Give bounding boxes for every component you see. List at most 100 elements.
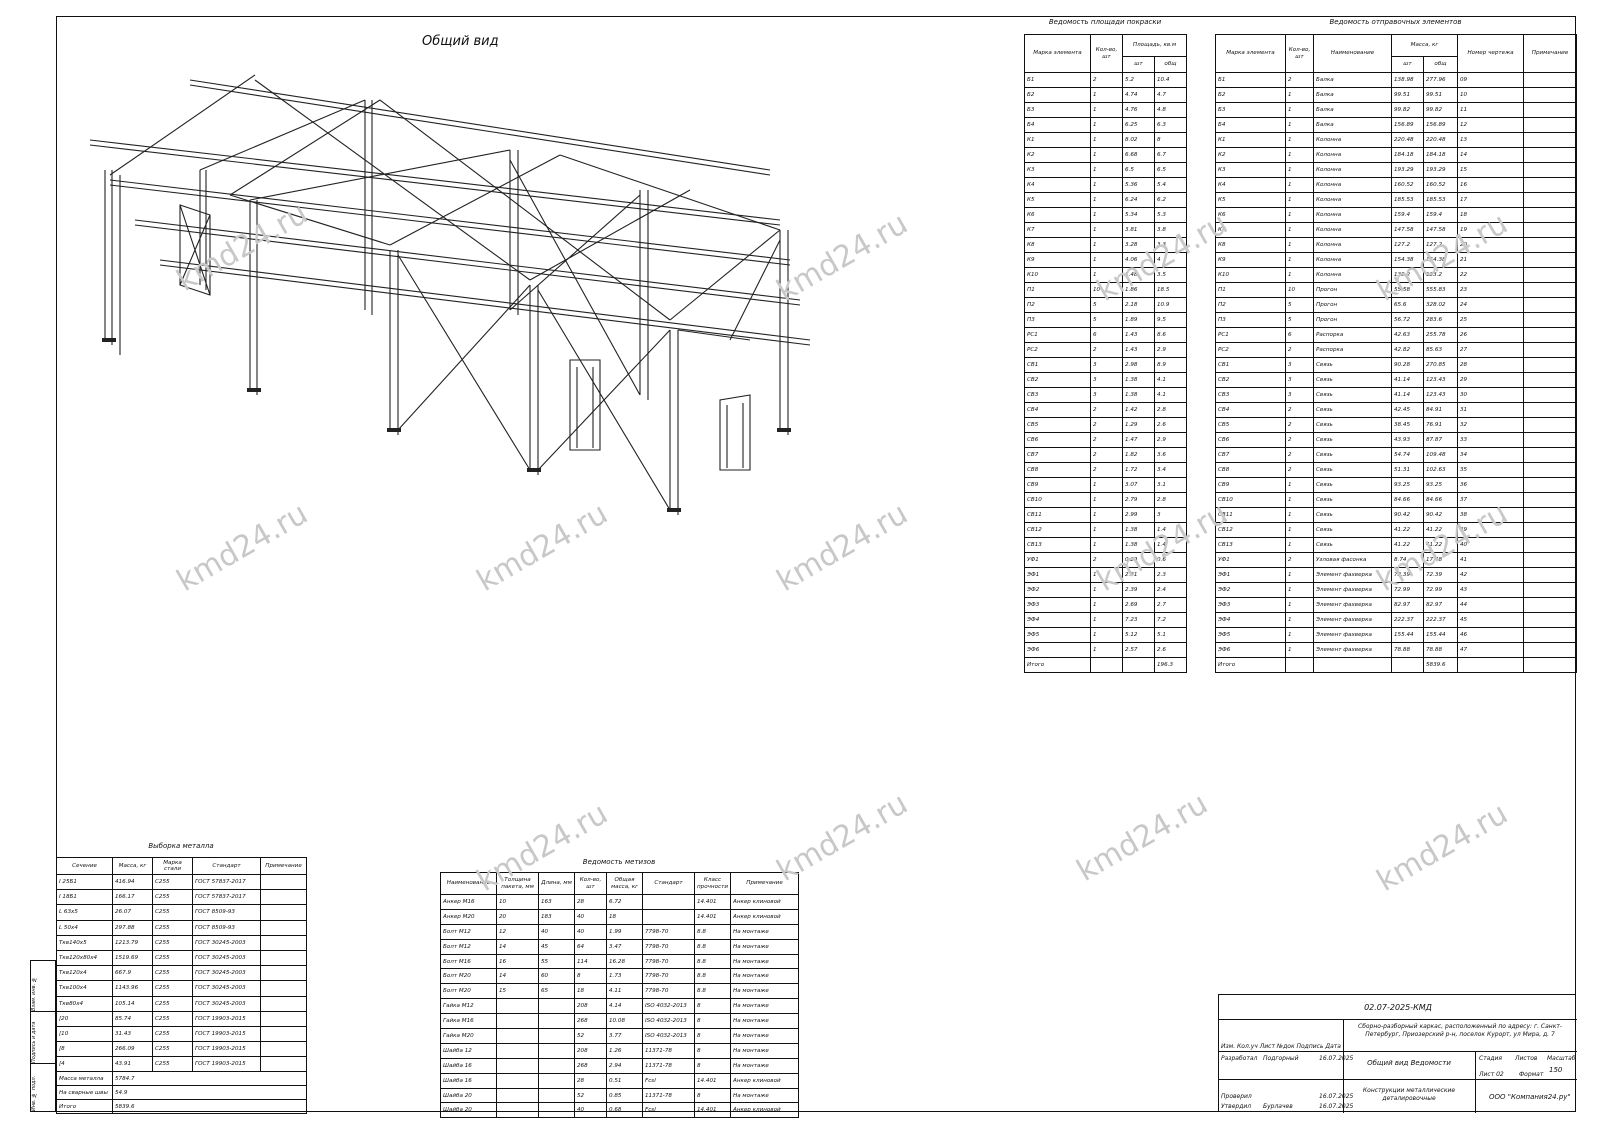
table-cell xyxy=(1523,117,1577,133)
table-cell: 1.29 xyxy=(1122,417,1155,433)
table-cell: Связь xyxy=(1313,492,1392,508)
table-cell: На монтаже xyxy=(730,983,799,1000)
table-cell: 41.22 xyxy=(1423,537,1458,553)
table-cell: Связь xyxy=(1313,417,1392,433)
table-cell: Связь xyxy=(1313,522,1392,538)
table-cell: 277.96 xyxy=(1423,72,1458,88)
fast-header-class: Класс прочности xyxy=(694,872,731,895)
table-cell: 8 xyxy=(694,1057,731,1074)
table-cell: 2 xyxy=(1285,417,1314,433)
table-cell: Связь xyxy=(1313,432,1392,448)
table-cell: 3.1 xyxy=(1153,477,1188,493)
table-cell: 1 xyxy=(1090,267,1123,283)
table-cell xyxy=(538,1013,575,1030)
table-cell: 3.8 xyxy=(1153,222,1188,238)
table-cell: 32 xyxy=(1457,417,1524,433)
table-cell: 268 xyxy=(574,1057,607,1074)
metal-table-caption: Выборка металла xyxy=(148,842,214,850)
table-cell: 184.18 xyxy=(1391,147,1424,163)
table-cell xyxy=(1523,462,1577,478)
table-cell: 2.94 xyxy=(606,1057,643,1074)
table-cell: ГОСТ 57837-2017 xyxy=(192,873,261,891)
table-cell: 2.6 xyxy=(1153,642,1188,658)
table-cell: 8.8 xyxy=(694,968,731,985)
table-cell: 1.42 xyxy=(1122,402,1155,418)
table-cell: СВ12 xyxy=(1215,522,1286,538)
table-cell: 7798-70 xyxy=(642,953,695,970)
table-cell: 268 xyxy=(574,1013,607,1030)
table-cell: 1.26 xyxy=(606,1042,643,1059)
table-cell: На монтаже xyxy=(730,923,799,940)
table-cell: 2.39 xyxy=(1122,582,1155,598)
table-cell: 185.53 xyxy=(1423,192,1458,208)
table-cell: Прогон xyxy=(1313,312,1392,328)
table-cell: 255.78 xyxy=(1423,327,1458,343)
table-cell: 1213.79 xyxy=(112,934,153,951)
table-cell: 40 xyxy=(1457,537,1524,553)
table-cell: 42 xyxy=(1457,567,1524,583)
table-cell xyxy=(496,1028,539,1044)
table-cell: ЭФ1 xyxy=(1215,567,1286,583)
table-cell: На монтаже xyxy=(730,998,799,1015)
table-cell: 3.28 xyxy=(1122,237,1155,253)
table-cell: С255 xyxy=(152,919,193,936)
table-cell: СВ11 xyxy=(1215,507,1286,523)
table-cell: 20 xyxy=(496,908,539,925)
table-cell: 52 xyxy=(574,1087,607,1104)
fast-header-note: Примечание xyxy=(730,872,799,895)
table-cell: 84.66 xyxy=(1391,492,1424,508)
table-cell: 123.43 xyxy=(1423,372,1458,388)
table-cell: 41.14 xyxy=(1391,387,1424,403)
table-cell: 39 xyxy=(1457,522,1524,538)
table-cell: 85.63 xyxy=(1423,342,1458,358)
table-cell: Балка xyxy=(1313,102,1392,118)
table-cell: 46 xyxy=(1457,627,1524,643)
title-object: Сборно-разборный каркас, расположенный п… xyxy=(1358,1023,1562,1039)
table-cell: 12 xyxy=(496,923,539,940)
table-cell: 1.82 xyxy=(1122,447,1155,463)
table-cell: Элемент фахверка xyxy=(1313,612,1392,628)
table-cell: Гайка М16 xyxy=(440,1013,497,1030)
table-cell: 84.66 xyxy=(1423,492,1458,508)
table-cell: 1 xyxy=(1090,507,1123,523)
table-cell: 72.39 xyxy=(1423,567,1458,583)
metal-header-standard: Стандарт xyxy=(192,857,261,875)
table-cell: Болт М12 xyxy=(440,938,497,955)
table-cell: К5 xyxy=(1215,192,1286,208)
table-cell: С255 xyxy=(152,965,193,982)
table-cell: 12 xyxy=(1457,117,1524,133)
table-cell: 21 xyxy=(1457,252,1524,268)
table-cell: К7 xyxy=(1024,222,1091,238)
table-cell: 4.11 xyxy=(606,983,643,1000)
table-cell xyxy=(1523,402,1577,418)
table-cell: ГОСТ 30245-2003 xyxy=(192,949,261,967)
table-cell: 5.34 xyxy=(1122,207,1155,223)
table-cell: 1.73 xyxy=(606,968,643,985)
table-cell xyxy=(1523,327,1577,343)
table-cell: 42.45 xyxy=(1391,402,1424,418)
table-cell: 38.45 xyxy=(1391,417,1424,433)
table-cell: 2 xyxy=(1090,72,1123,88)
table-cell: 28 xyxy=(574,1072,607,1089)
metal-header-note: Примечание xyxy=(260,857,307,875)
table-cell: 2 xyxy=(1285,462,1314,478)
table-cell xyxy=(538,1072,575,1089)
table-cell xyxy=(538,1057,575,1074)
table-cell: Анкер М16 xyxy=(440,894,497,910)
